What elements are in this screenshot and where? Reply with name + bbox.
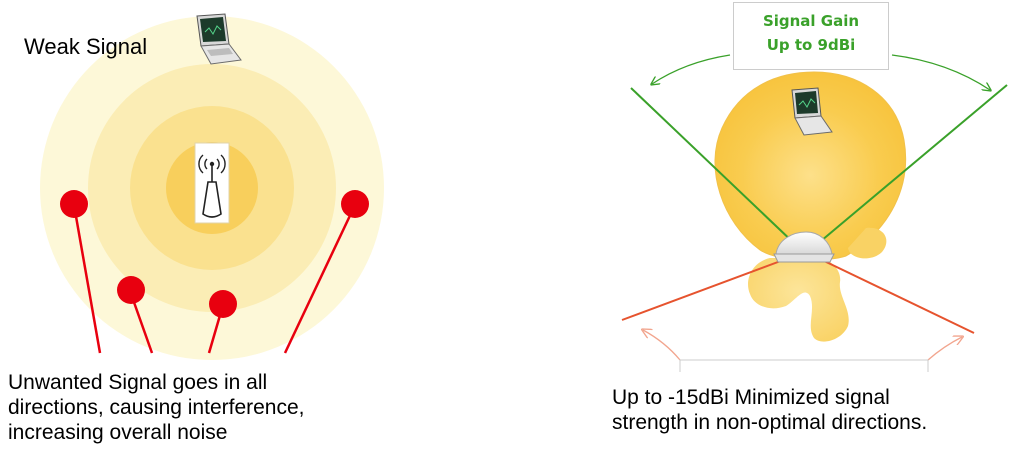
gain-line-left xyxy=(630,87,798,247)
noise-dot xyxy=(60,190,88,218)
minimized-arc-right xyxy=(927,337,962,361)
minimized-line-right xyxy=(819,258,975,334)
minimized-beam-lines xyxy=(621,258,975,372)
noise-pointers xyxy=(60,190,369,354)
laptop-icon-left xyxy=(196,13,242,65)
minimized-arc-left xyxy=(643,330,681,361)
gain-arc-right xyxy=(891,54,990,90)
radiation-lobe-back xyxy=(748,258,849,342)
pointer-line xyxy=(72,204,102,354)
left-caption: Unwanted Signal goes in all directions, … xyxy=(8,370,388,446)
gain-beam-lines xyxy=(630,54,1008,247)
signal-gain-title: Signal Gain xyxy=(762,12,860,30)
router-antenna-icon xyxy=(194,142,230,224)
signal-gain-value: Up to 9dBi xyxy=(766,36,856,54)
left-caption-line: Unwanted Signal goes in all xyxy=(8,371,268,394)
minimized-box-outline xyxy=(679,359,929,372)
left-caption-line: increasing overall noise xyxy=(8,421,228,445)
noise-dot xyxy=(117,276,145,304)
laptop-icon-right xyxy=(791,87,833,136)
noise-dot xyxy=(341,190,369,218)
dome-antenna-icon xyxy=(773,231,835,263)
pointer-line xyxy=(283,204,357,354)
weak-signal-label: Weak Signal xyxy=(24,34,148,59)
radiation-lobe-bump xyxy=(848,227,887,259)
right-caption: Up to -15dBi Minimized signal strength i… xyxy=(612,385,1022,435)
noise-dot xyxy=(209,290,237,318)
left-caption-line: directions, causing interference, xyxy=(8,396,305,420)
right-caption-line: Up to -15dBi Minimized signal xyxy=(612,386,890,409)
right-caption-line: strength in non-optimal directions. xyxy=(612,411,928,435)
gain-arc-left xyxy=(652,54,731,84)
minimized-line-left xyxy=(621,258,787,321)
gain-line-right xyxy=(814,84,1008,247)
signal-gain-box: Signal Gain Up to 9dBi xyxy=(733,2,889,70)
